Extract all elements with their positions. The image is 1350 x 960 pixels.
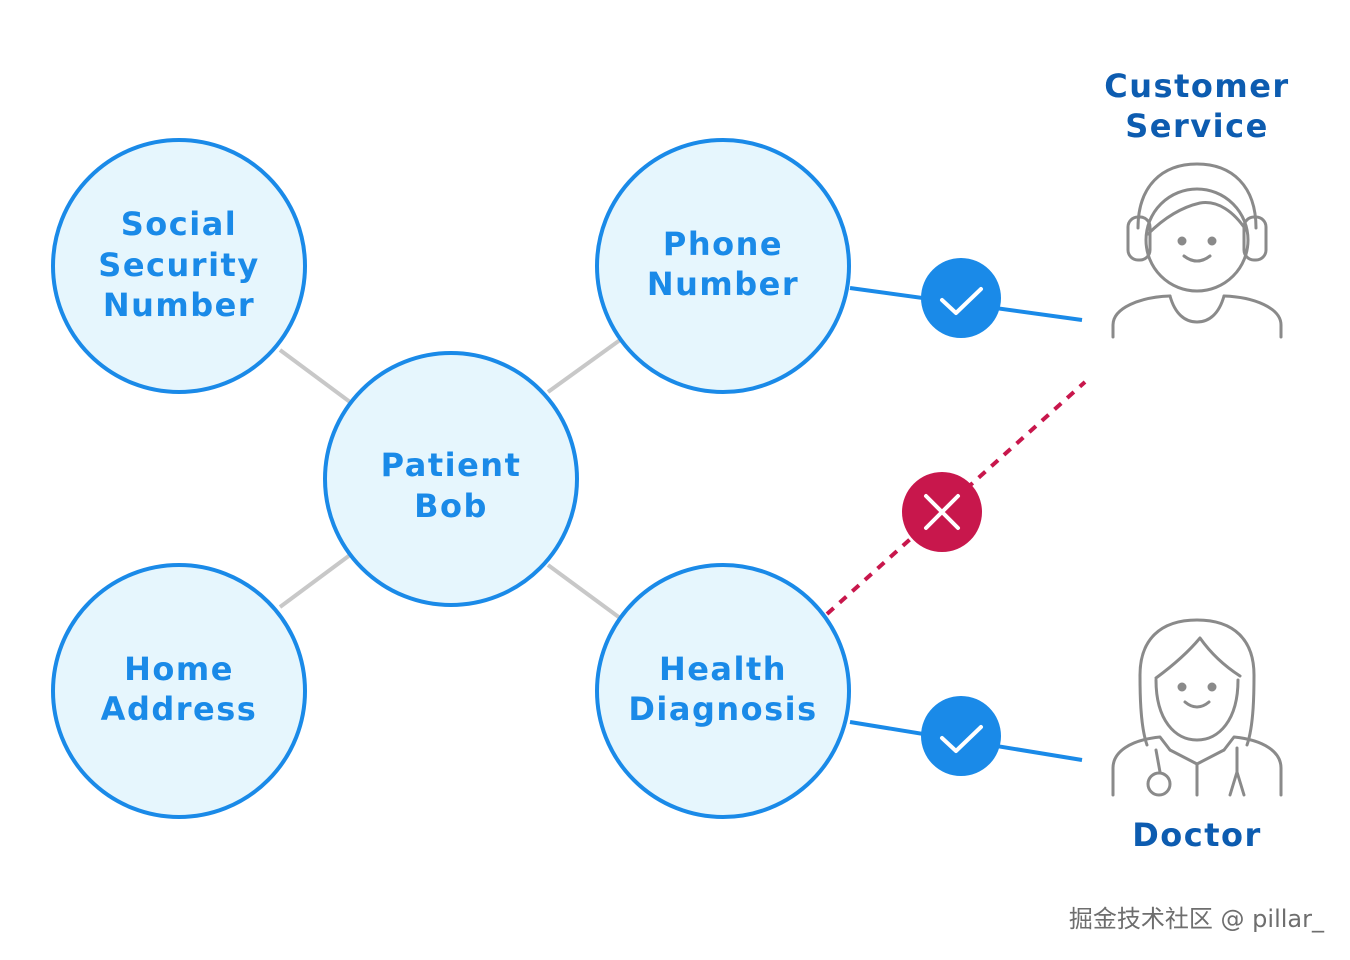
node-circle [323, 351, 579, 607]
node-label-line: Number [647, 265, 799, 303]
role-label: Doctor [1132, 816, 1262, 854]
headset-person-icon [1111, 162, 1283, 339]
node-circle [51, 563, 307, 819]
node-phone-number: Phone Number [595, 138, 851, 394]
watermark: 掘金技术社区 @ pillar_ [1068, 905, 1324, 933]
denied-badge-customer-service [902, 472, 982, 552]
allowed-badge-customer-service [921, 258, 1001, 338]
check-icon [940, 725, 983, 753]
allowed-badge-circle [921, 258, 1001, 338]
role-label-line: Customer [1104, 67, 1289, 105]
check-icon [940, 287, 983, 315]
node-label-line: Phone [663, 225, 783, 263]
node-circle [595, 138, 851, 394]
doctor-stethoscope-icon [1111, 618, 1283, 797]
node-patient-bob: Patient Bob [323, 351, 579, 607]
role-label-line: Service [1125, 107, 1269, 145]
link-patient-home [278, 553, 352, 609]
node-label-line: Address [101, 690, 258, 728]
node-label-line: Health [659, 650, 787, 688]
x-icon [924, 494, 960, 530]
allowed-badge-doctor [921, 696, 1001, 776]
node-home-address: Home Address [51, 563, 307, 819]
node-label-line: Home [124, 650, 234, 688]
patient-links [278, 338, 622, 620]
node-label-line: Diagnosis [628, 690, 817, 728]
allowed-badge-circle [921, 696, 1001, 776]
node-social-security-number: Social Security Number [51, 138, 307, 394]
node-health-diagnosis: Health Diagnosis [595, 563, 851, 819]
node-circle [595, 563, 851, 819]
node-label-line: Patient [381, 446, 522, 484]
node-circle [51, 138, 307, 394]
link-patient-ssn [278, 348, 352, 404]
node-label-line: Number [103, 286, 255, 324]
node-label-line: Bob [414, 487, 488, 525]
link-patient-health [546, 563, 622, 620]
link-patient-phone [546, 338, 622, 394]
node-label-line: Social [121, 205, 238, 243]
role-doctor: Doctor [1111, 618, 1283, 854]
node-label-line: Security [98, 246, 259, 284]
role-customer-service: Customer Service [1104, 67, 1289, 339]
